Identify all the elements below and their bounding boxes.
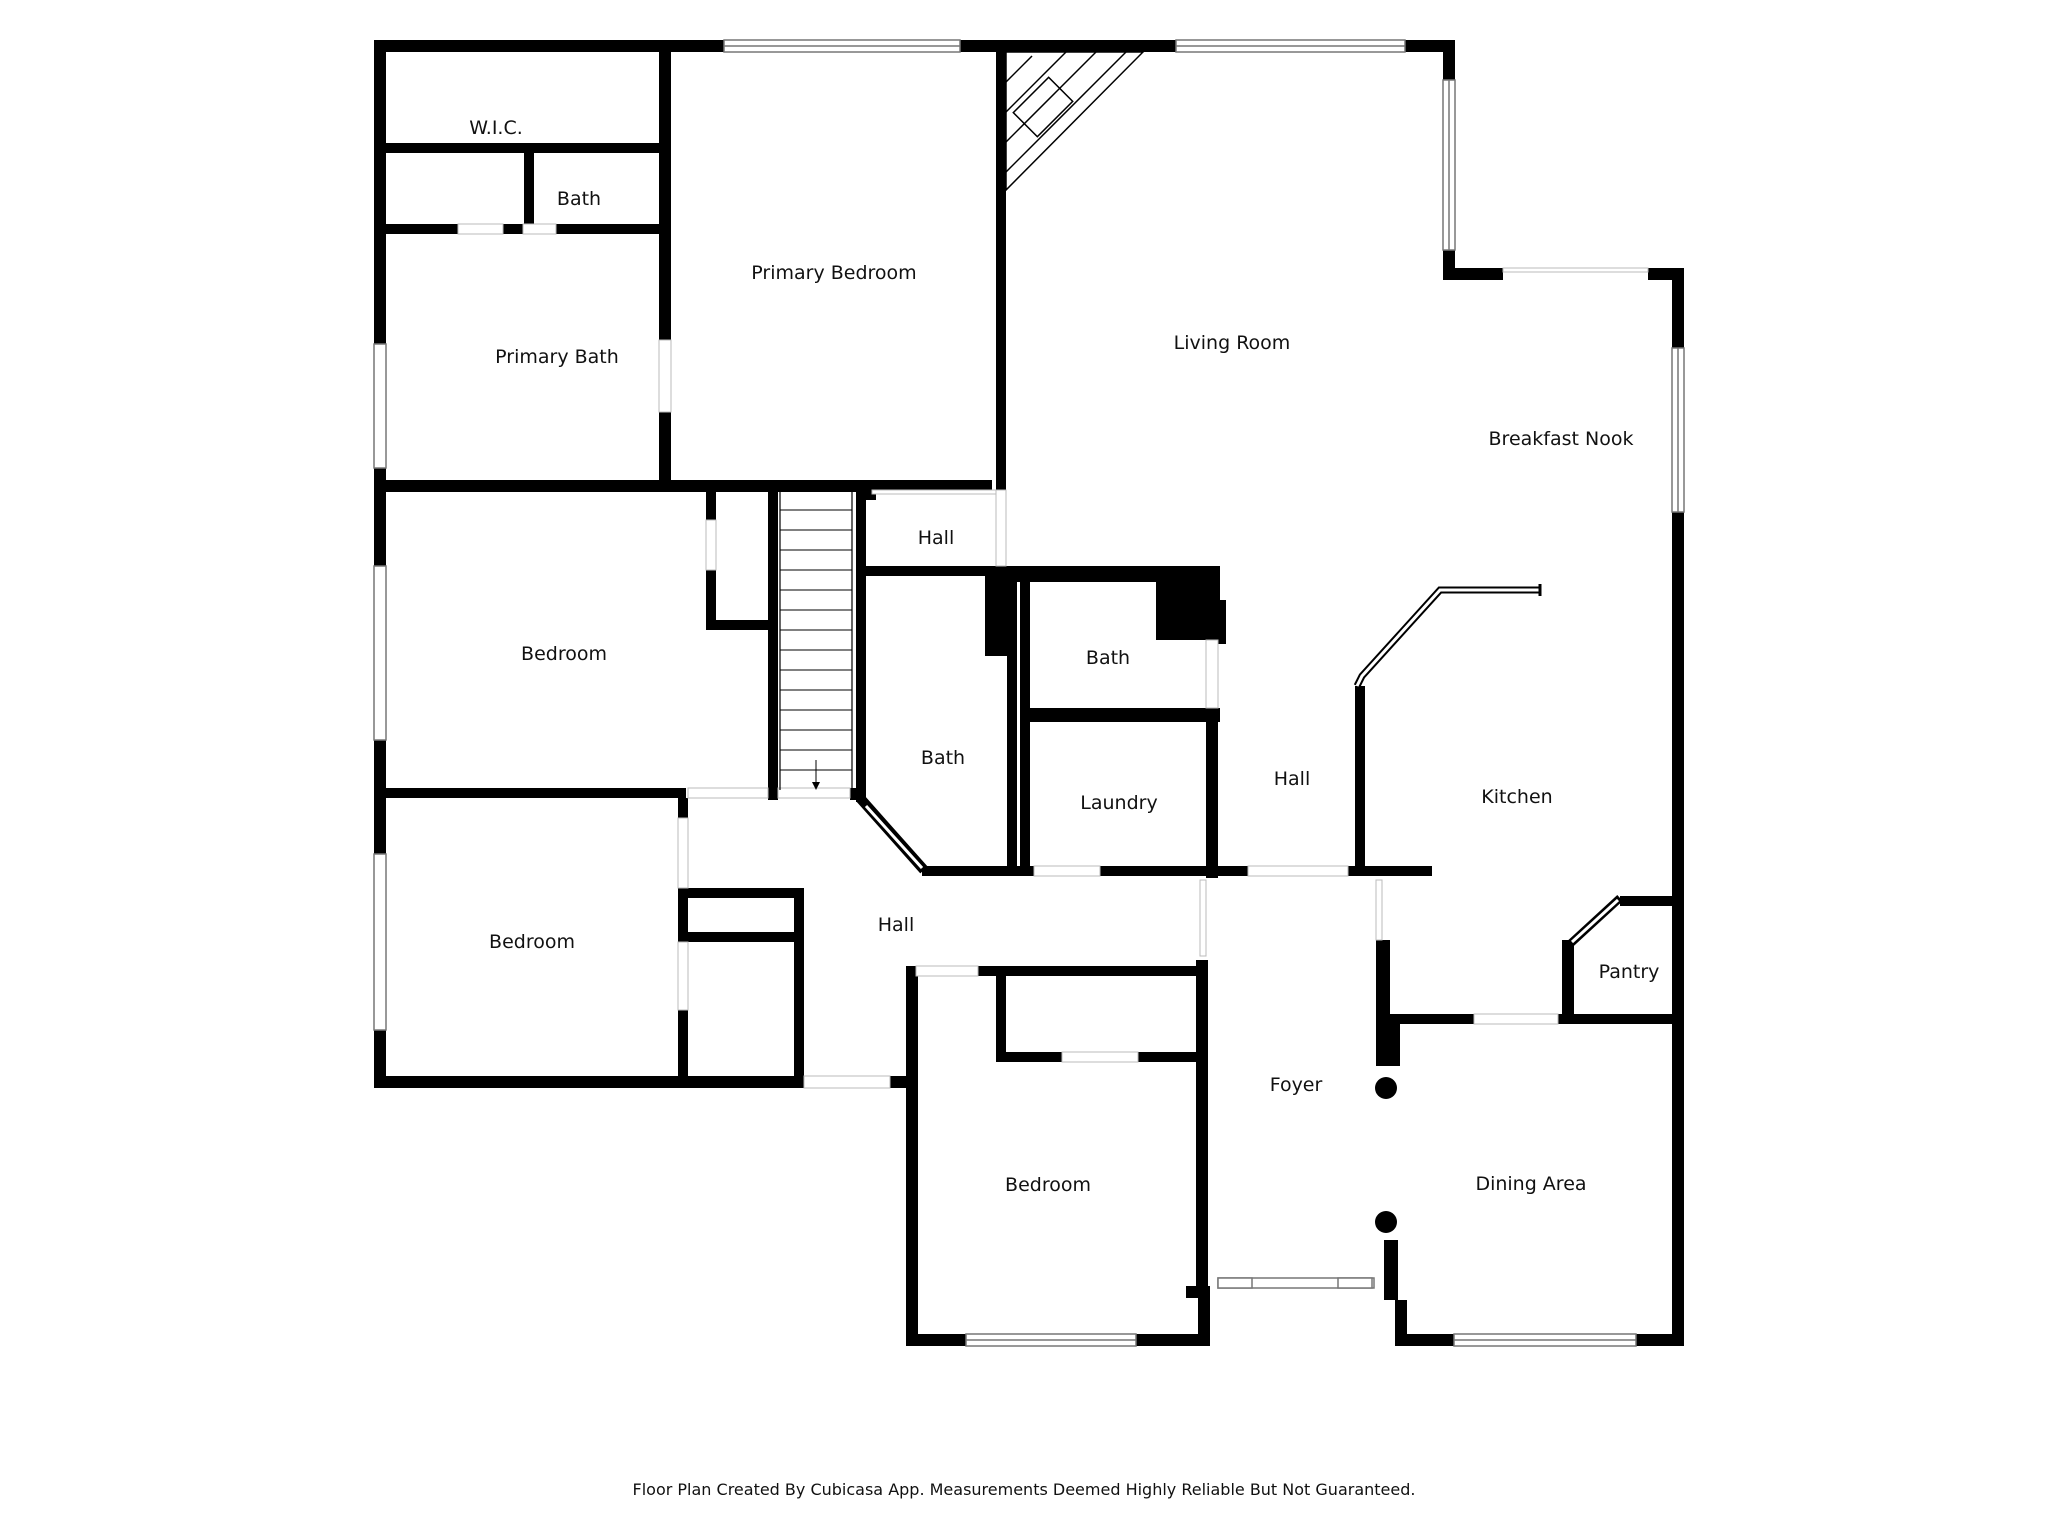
room-label-dining-area: Dining Area [1475,1173,1586,1195]
room-label-kitchen: Kitchen [1481,786,1552,808]
column-icon [1375,1211,1397,1233]
room-label-bedroom-left-upper: Bedroom [521,643,607,665]
room-label-bath-right: Bath [1086,647,1130,669]
room-label-laundry: Laundry [1080,792,1157,814]
room-label-hall-upper: Hall [918,527,955,549]
disclaimer-text: Floor Plan Created By Cubicasa App. Meas… [632,1480,1416,1499]
room-label-breakfast-nook: Breakfast Nook [1489,428,1634,450]
room-label-primary-bedroom: Primary Bedroom [751,262,916,284]
room-label-bath-center: Bath [921,747,965,769]
room-label-bath-wc: Bath [557,188,601,210]
room-label-hall-lower: Hall [878,914,915,936]
windows [373,39,1685,1347]
column-icon [1375,1077,1397,1099]
walls [374,40,1684,1346]
room-label-foyer: Foyer [1270,1074,1323,1096]
fireplace-icon [1005,51,1145,192]
door-openings [457,223,1649,1089]
room-label-bedroom-bottom: Bedroom [1005,1174,1091,1196]
room-label-living-room: Living Room [1174,332,1291,354]
stairs-icon [779,492,853,790]
stairs-arrow-icon [812,782,820,790]
room-label-wic: W.I.C. [469,117,523,139]
stair-treads [780,509,852,771]
angled-walls [856,584,1623,947]
room-labels: W.I.C. Bath Primary Bath Primary Bedroom… [469,117,1659,1196]
room-label-pantry: Pantry [1599,961,1660,983]
room-label-hall-center: Hall [1274,768,1311,790]
room-label-bedroom-left-lower: Bedroom [489,931,575,953]
room-label-primary-bath: Primary Bath [495,346,619,368]
